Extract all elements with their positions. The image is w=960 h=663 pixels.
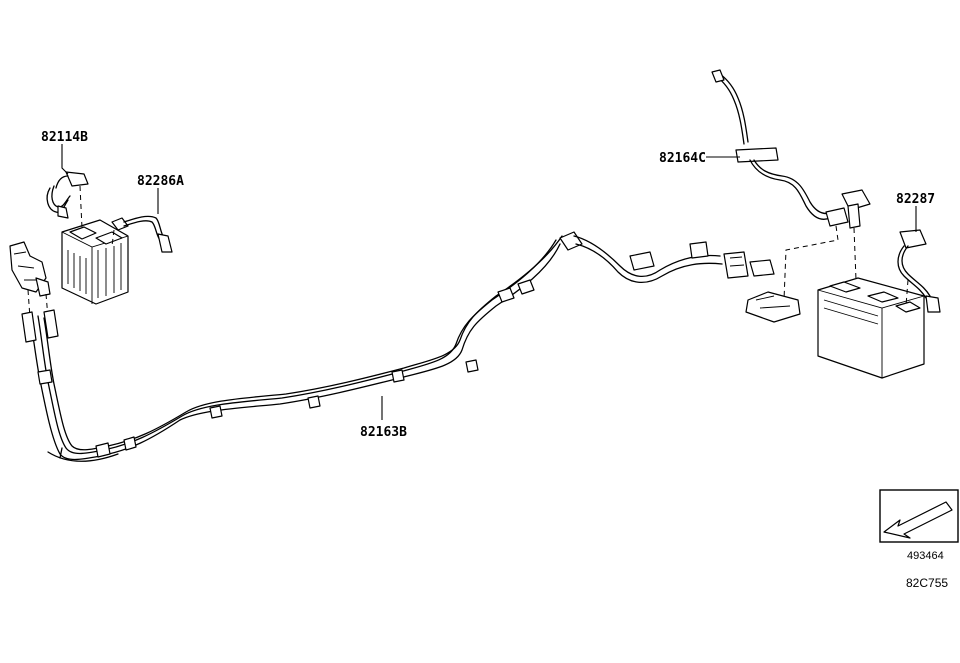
label-82163b: 82163B: [360, 425, 407, 440]
leader-lines: [61, 144, 917, 420]
cable-82286a: [111, 215, 173, 253]
label-82286a: 82286A: [137, 174, 184, 189]
left-bracket: [9, 241, 51, 319]
figure-number: 493464: [907, 550, 944, 562]
cable-82164c: [711, 69, 871, 301]
battery-bracket: [745, 291, 801, 323]
auxiliary-battery: [61, 219, 129, 305]
main-battery: [817, 277, 925, 379]
label-82164c: 82164C: [659, 151, 706, 166]
label-82287: 82287: [896, 192, 935, 207]
cable-82114b: [46, 171, 89, 229]
diagram-code: 82C755: [906, 576, 948, 590]
main-cable-82163b: [21, 231, 775, 462]
cable-82287: [897, 229, 941, 313]
front-direction-arrow-icon: [879, 489, 959, 543]
label-82114b: 82114B: [41, 130, 88, 145]
